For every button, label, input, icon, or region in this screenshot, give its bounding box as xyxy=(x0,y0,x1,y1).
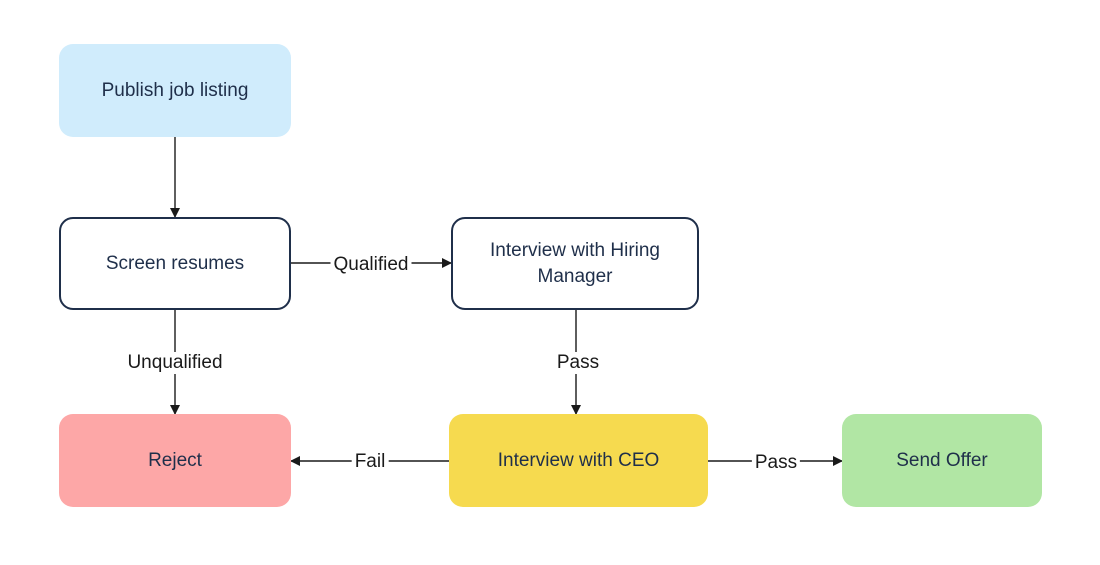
node-label: Send Offer xyxy=(896,449,988,471)
node-label: Reject xyxy=(148,449,202,471)
edge-label-unqualified: Unqualified xyxy=(124,352,226,374)
edge-label-pass: Pass xyxy=(553,352,603,374)
node-send-offer: Send Offer xyxy=(842,414,1042,507)
node-screen-resumes: Screen resumes xyxy=(59,217,291,310)
edge-label-qualified: Qualified xyxy=(330,254,412,276)
edge-label-fail: Fail xyxy=(351,451,389,473)
edge-label-pass: Pass xyxy=(751,452,801,474)
node-label: Interview with CEO xyxy=(497,449,660,471)
node-interview-with-hiring-manager: Interview with Hiring Manager xyxy=(451,217,699,310)
node-label: Interview with Hiring Manager xyxy=(490,239,660,287)
node-label: Screen resumes xyxy=(105,252,245,274)
node-label: Publish job listing xyxy=(101,79,249,101)
node-reject: Reject xyxy=(59,414,291,507)
node-publish-job-listing: Publish job listing xyxy=(59,44,291,137)
node-interview-with-ceo: Interview with CEO xyxy=(449,414,708,507)
